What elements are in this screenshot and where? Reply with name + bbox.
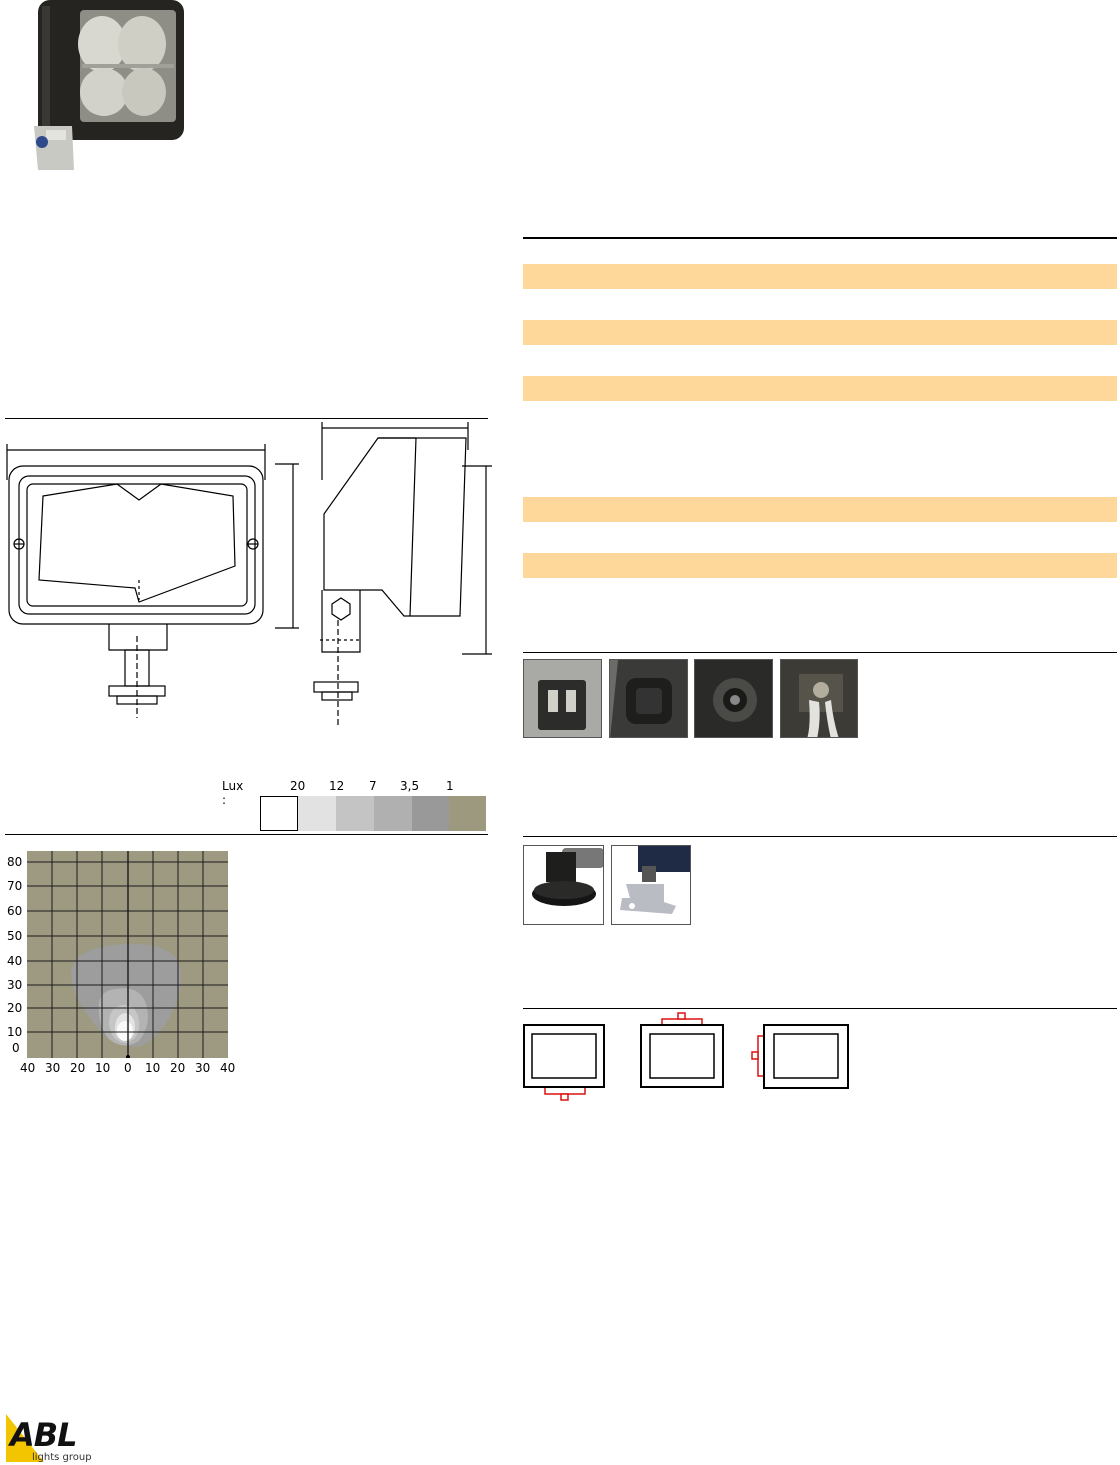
y-tick-label: 40 <box>7 954 23 968</box>
y-tick-label: 20 <box>7 1001 23 1015</box>
accessories-rule <box>523 836 1117 837</box>
x-tick-label: 10 <box>95 1061 111 1075</box>
abl-logo: ABL lights group <box>2 1412 112 1464</box>
two-pin-connector-photo <box>523 659 602 738</box>
x-tick-label: 10 <box>145 1061 161 1075</box>
lux-swatch <box>374 796 412 831</box>
y-tick-label: 0 <box>12 1041 20 1055</box>
y-tick-label: 50 <box>7 929 23 943</box>
logo-subtext: lights group <box>32 1452 92 1463</box>
x-tick-label: 20 <box>170 1061 186 1075</box>
spec-table-top-rule <box>523 237 1117 239</box>
x-tick-label: 30 <box>195 1061 211 1075</box>
magnetic-base-photo <box>523 845 604 925</box>
section-rule <box>5 834 488 835</box>
lux-swatch <box>412 796 449 831</box>
x-tick-label: 40 <box>220 1061 236 1075</box>
deutsch-connector-photo <box>609 659 688 738</box>
x-tick-label: 30 <box>45 1061 61 1075</box>
spec-row-band <box>523 264 1117 289</box>
y-tick-label: 10 <box>7 1025 23 1039</box>
lux-prefix: Lux : <box>222 779 244 807</box>
logo-text: ABL <box>10 1416 78 1454</box>
front-view-drawing <box>6 444 299 718</box>
spec-row-band <box>523 320 1117 345</box>
lux-swatch <box>260 796 298 831</box>
cable-gland-photo <box>780 659 858 738</box>
y-tick-label: 60 <box>7 904 23 918</box>
steel-bracket-photo <box>611 845 691 925</box>
lux-swatch <box>449 796 486 831</box>
x-tick-label: 40 <box>20 1061 36 1075</box>
lux-level-label: 20 <box>290 779 306 793</box>
bottom-mount-icon <box>523 1024 605 1101</box>
side-view-drawing <box>313 422 492 728</box>
lux-level-label: 1 <box>446 779 454 793</box>
lux-level-label: 7 <box>369 779 377 793</box>
top-mount-icon <box>640 1012 724 1088</box>
y-tick-label: 70 <box>7 879 23 893</box>
x-tick-label: 20 <box>70 1061 86 1075</box>
spec-row-band <box>523 553 1117 578</box>
mounting-rule <box>523 1008 1117 1009</box>
lux-swatch <box>336 796 374 831</box>
y-tick-label: 80 <box>7 855 23 869</box>
lux-swatch <box>298 796 336 831</box>
spec-row-band <box>523 376 1117 401</box>
logo-triangle-icon <box>6 1414 44 1462</box>
lux-level-label: 12 <box>329 779 345 793</box>
lux-level-label: 3,5 <box>400 779 420 793</box>
connectors-rule <box>523 652 1117 653</box>
side-mount-icon <box>751 1024 849 1089</box>
isolux-plot <box>27 851 228 1058</box>
product-photo <box>34 0 184 170</box>
single-pole-socket-photo <box>694 659 773 738</box>
x-tick-label: 0 <box>124 1061 132 1075</box>
section-rule <box>5 418 488 419</box>
spec-row-band <box>523 497 1117 522</box>
y-tick-label: 30 <box>7 978 23 992</box>
